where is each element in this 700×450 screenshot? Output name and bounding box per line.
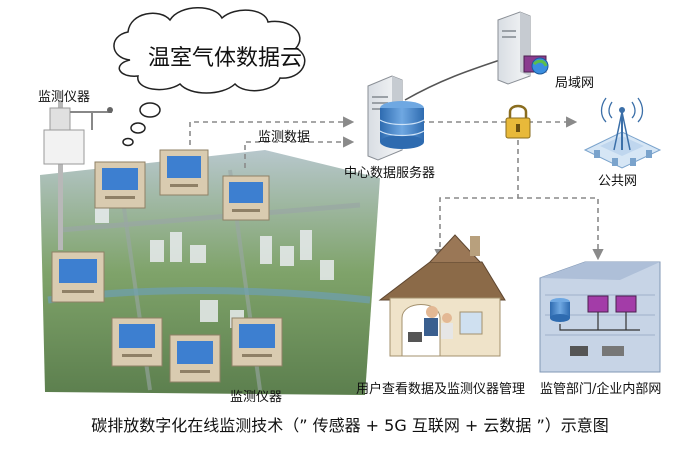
label-public-net: 公共网	[598, 170, 637, 189]
server-lan-link	[405, 60, 500, 100]
lock-icon	[506, 106, 530, 138]
house-icon	[380, 235, 505, 356]
public-network-icon	[585, 98, 660, 168]
label-monitor-data: 监测数据	[258, 126, 310, 145]
label-regulator: 监管部门/企业内部网	[540, 378, 661, 397]
office-building-icon	[540, 262, 660, 372]
label-lan: 局域网	[555, 72, 594, 91]
lan-server-icon	[498, 12, 548, 84]
label-monitor-top: 监测仪器	[38, 86, 90, 105]
label-central-server: 中心数据服务器	[344, 162, 435, 181]
label-monitor-bottom: 监测仪器	[230, 386, 282, 405]
cloud-icon	[114, 8, 305, 146]
cloud-title: 温室气体数据云	[148, 40, 302, 72]
label-user-view: 用户查看数据及监测仪器管理	[356, 378, 525, 397]
diagram-caption: 碳排放数字化在线监测技术（” 传感器 + 5G 互联网 + 云数据 ”）示意图	[0, 412, 700, 436]
central-server-icon	[368, 76, 424, 160]
